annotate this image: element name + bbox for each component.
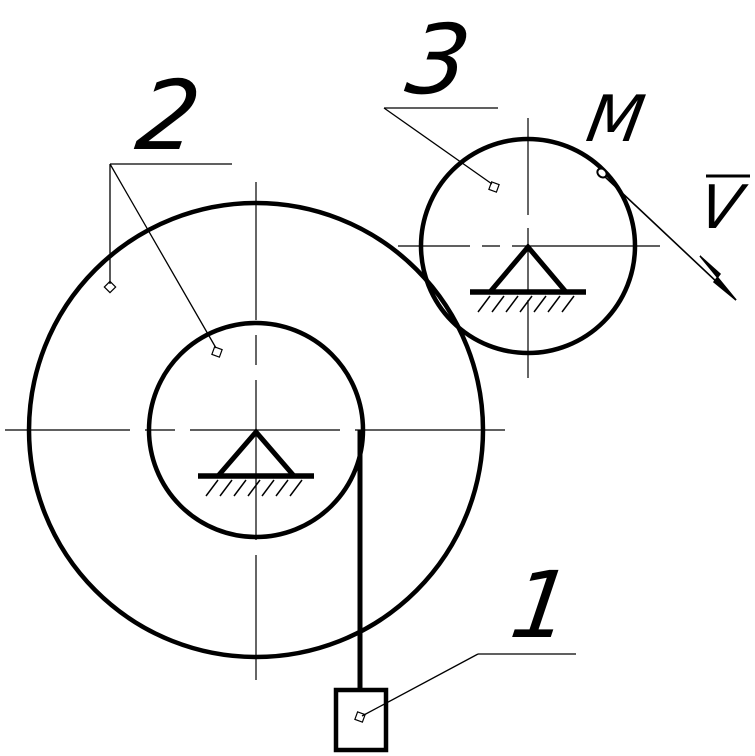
- body-2-outer-circle: [26, 200, 486, 660]
- point-m-marker: [596, 167, 608, 179]
- body-3-centerlines: [398, 118, 660, 378]
- leader-lines: [109, 107, 576, 717]
- leader-markers: [103, 181, 500, 723]
- body-3-circle: [418, 136, 638, 356]
- body-2-inner-circle: [146, 320, 366, 540]
- body-1-load: [333, 687, 389, 753]
- body-3-support: [470, 243, 586, 313]
- body-2-support: [198, 428, 314, 497]
- velocity-vector: [601, 173, 750, 301]
- label-point-m: M: [581, 83, 650, 157]
